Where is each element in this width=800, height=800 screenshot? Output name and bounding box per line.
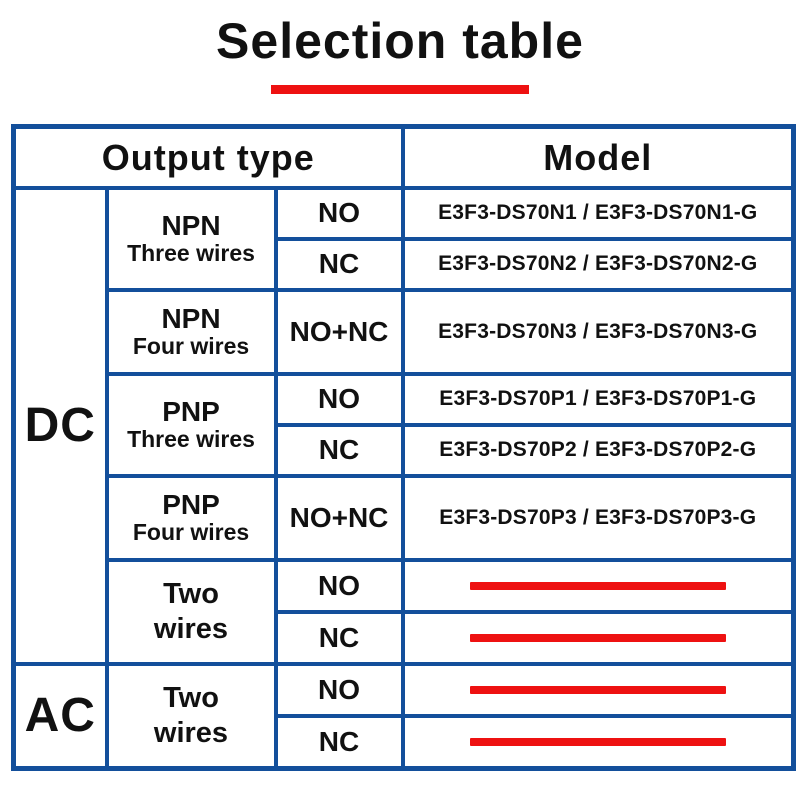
type-label: Two: [163, 682, 219, 715]
table-row: NC E3F3-DS70P2 / E3F3-DS70P2-G: [14, 422, 796, 478]
page-title: Selection table: [216, 13, 584, 69]
type-label: NPN: [161, 303, 221, 335]
table-row: NC: [14, 609, 796, 666]
type-cell-dc-pnp-three-wires: PNP Three wires: [104, 371, 278, 478]
wires-label: Four wires: [132, 333, 250, 360]
table-row: PNP Three wires NO E3F3-DS70P1 / E3F3-DS…: [14, 371, 796, 478]
model-cell-dc-two-wires-no: [400, 557, 796, 614]
model-cell-ac-two-wires-no: [400, 661, 796, 718]
header-row: Output type Model: [11, 124, 796, 190]
state-cell-dc-two-wires-nc: NC: [273, 609, 405, 666]
model-cell-dc-npn4-nonc: E3F3-DS70N3 / E3F3-DS70N3-G: [400, 287, 796, 376]
model-cell-dc-pnp3-nc: E3F3-DS70P2 / E3F3-DS70P2-G: [400, 422, 796, 478]
model-cell-dc-npn3-no: E3F3-DS70N1 / E3F3-DS70N1-G: [400, 186, 796, 241]
power-cell-dc: DC: [11, 186, 109, 666]
table-row: AC Two wires NO: [11, 661, 796, 771]
table-row: NPN Four wires NO+NC E3F3-DS70N3 / E3F3-…: [14, 287, 796, 376]
table-row: PNP Four wires NO+NC E3F3-DS70P3 / E3F3-…: [14, 473, 796, 562]
type-label: PNP: [162, 488, 220, 520]
state-cell-dc-npn3-no: NO: [273, 186, 405, 241]
type-label: PNP: [162, 395, 220, 427]
state-cell-ac-two-wires-no: NO: [273, 661, 405, 718]
state-cell-dc-pnp3-nc: NC: [273, 422, 405, 478]
type-label: wires: [153, 612, 229, 645]
state-cell-dc-pnp4-nonc: NO+NC: [273, 473, 405, 562]
type-label: Two: [163, 577, 219, 610]
type-cell-dc-two-wires: Two wires: [104, 557, 278, 666]
state-cell-dc-two-wires-no: NO: [273, 557, 405, 614]
power-cell-ac: AC: [11, 661, 109, 771]
header-model: Model: [400, 124, 796, 190]
type-cell-dc-npn-four-wires: NPN Four wires: [104, 287, 278, 376]
model-cell-dc-pnp3-no: E3F3-DS70P1 / E3F3-DS70P1-G: [400, 371, 796, 427]
state-cell-dc-npn4-nonc: NO+NC: [273, 287, 405, 376]
header-output-type: Output type: [11, 124, 405, 190]
wires-label: Three wires: [127, 426, 255, 453]
type-cell-dc-npn-three-wires: NPN Three wires: [104, 186, 278, 292]
model-cell-dc-pnp4-nonc: E3F3-DS70P3 / E3F3-DS70P3-G: [400, 473, 796, 562]
no-model-red-line: [469, 737, 726, 746]
type-cell-dc-pnp-four-wires: PNP Four wires: [104, 473, 278, 562]
title-underline: [271, 85, 529, 94]
no-model-red-line: [469, 581, 726, 590]
model-cell-ac-two-wires-nc: [400, 713, 796, 771]
model-cell-dc-npn3-nc: E3F3-DS70N2 / E3F3-DS70N2-G: [400, 236, 796, 292]
state-cell-dc-pnp3-no: NO: [273, 371, 405, 427]
no-model-red-line: [469, 633, 726, 642]
wires-label: Three wires: [127, 240, 255, 267]
state-cell-ac-two-wires-nc: NC: [273, 713, 405, 771]
table-row: NC: [14, 713, 796, 771]
table-row: NC E3F3-DS70N2 / E3F3-DS70N2-G: [14, 236, 796, 292]
wires-label: Four wires: [132, 519, 250, 546]
model-cell-dc-two-wires-nc: [400, 609, 796, 666]
type-label: NPN: [161, 210, 221, 242]
no-model-red-line: [469, 685, 726, 694]
state-cell-dc-npn3-nc: NC: [273, 236, 405, 292]
type-cell-ac-two-wires: Two wires: [104, 661, 278, 771]
table-row: DC NPN Three wires NO E3F3-DS70N1 / E3F3…: [11, 186, 796, 666]
table-row: Two wires NO: [14, 557, 796, 666]
selection-table: Output type Model DC NPN Three wires NO …: [11, 124, 797, 771]
type-label: wires: [153, 716, 229, 749]
